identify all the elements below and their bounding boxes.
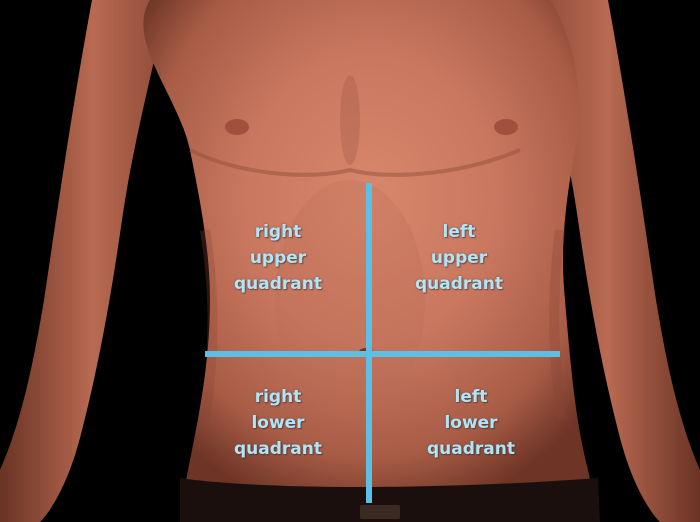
left-upper-quadrant-label: left upper quadrant	[384, 219, 534, 297]
flank-shadow-right	[549, 229, 567, 421]
sternum-shadow	[340, 75, 360, 165]
quadrant-label-line: upper	[430, 248, 488, 268]
nipple-left	[225, 119, 249, 135]
abdominal-shadow	[275, 180, 425, 420]
right-lower-quadrant-label: right lower quadrant	[203, 384, 353, 462]
quadrant-label-line: lower	[444, 413, 498, 433]
quadrant-label-line: left	[454, 387, 488, 407]
quadrant-label-line: upper	[249, 248, 307, 268]
horizontal-divider-line	[205, 351, 560, 357]
right-upper-quadrant-label: right upper quadrant	[203, 219, 353, 297]
chest-shadow	[189, 148, 521, 177]
flank-shadow-left	[200, 229, 218, 421]
quadrant-label-line: quadrant	[234, 274, 322, 294]
quadrant-label-line: right	[254, 222, 302, 242]
quadrant-label-line: quadrant	[427, 439, 515, 459]
vertical-divider-line	[366, 183, 372, 503]
quadrant-label-line: lower	[251, 413, 305, 433]
waistband	[180, 478, 600, 522]
quadrant-label-line: left	[442, 222, 476, 242]
quadrant-label-line: right	[254, 387, 302, 407]
quadrant-label-line: quadrant	[415, 274, 503, 294]
quadrant-label-line: quadrant	[234, 439, 322, 459]
arm-left	[0, 0, 168, 522]
belt-buckle	[360, 505, 400, 519]
left-lower-quadrant-label: left lower quadrant	[396, 384, 546, 462]
nipple-right	[494, 119, 518, 135]
